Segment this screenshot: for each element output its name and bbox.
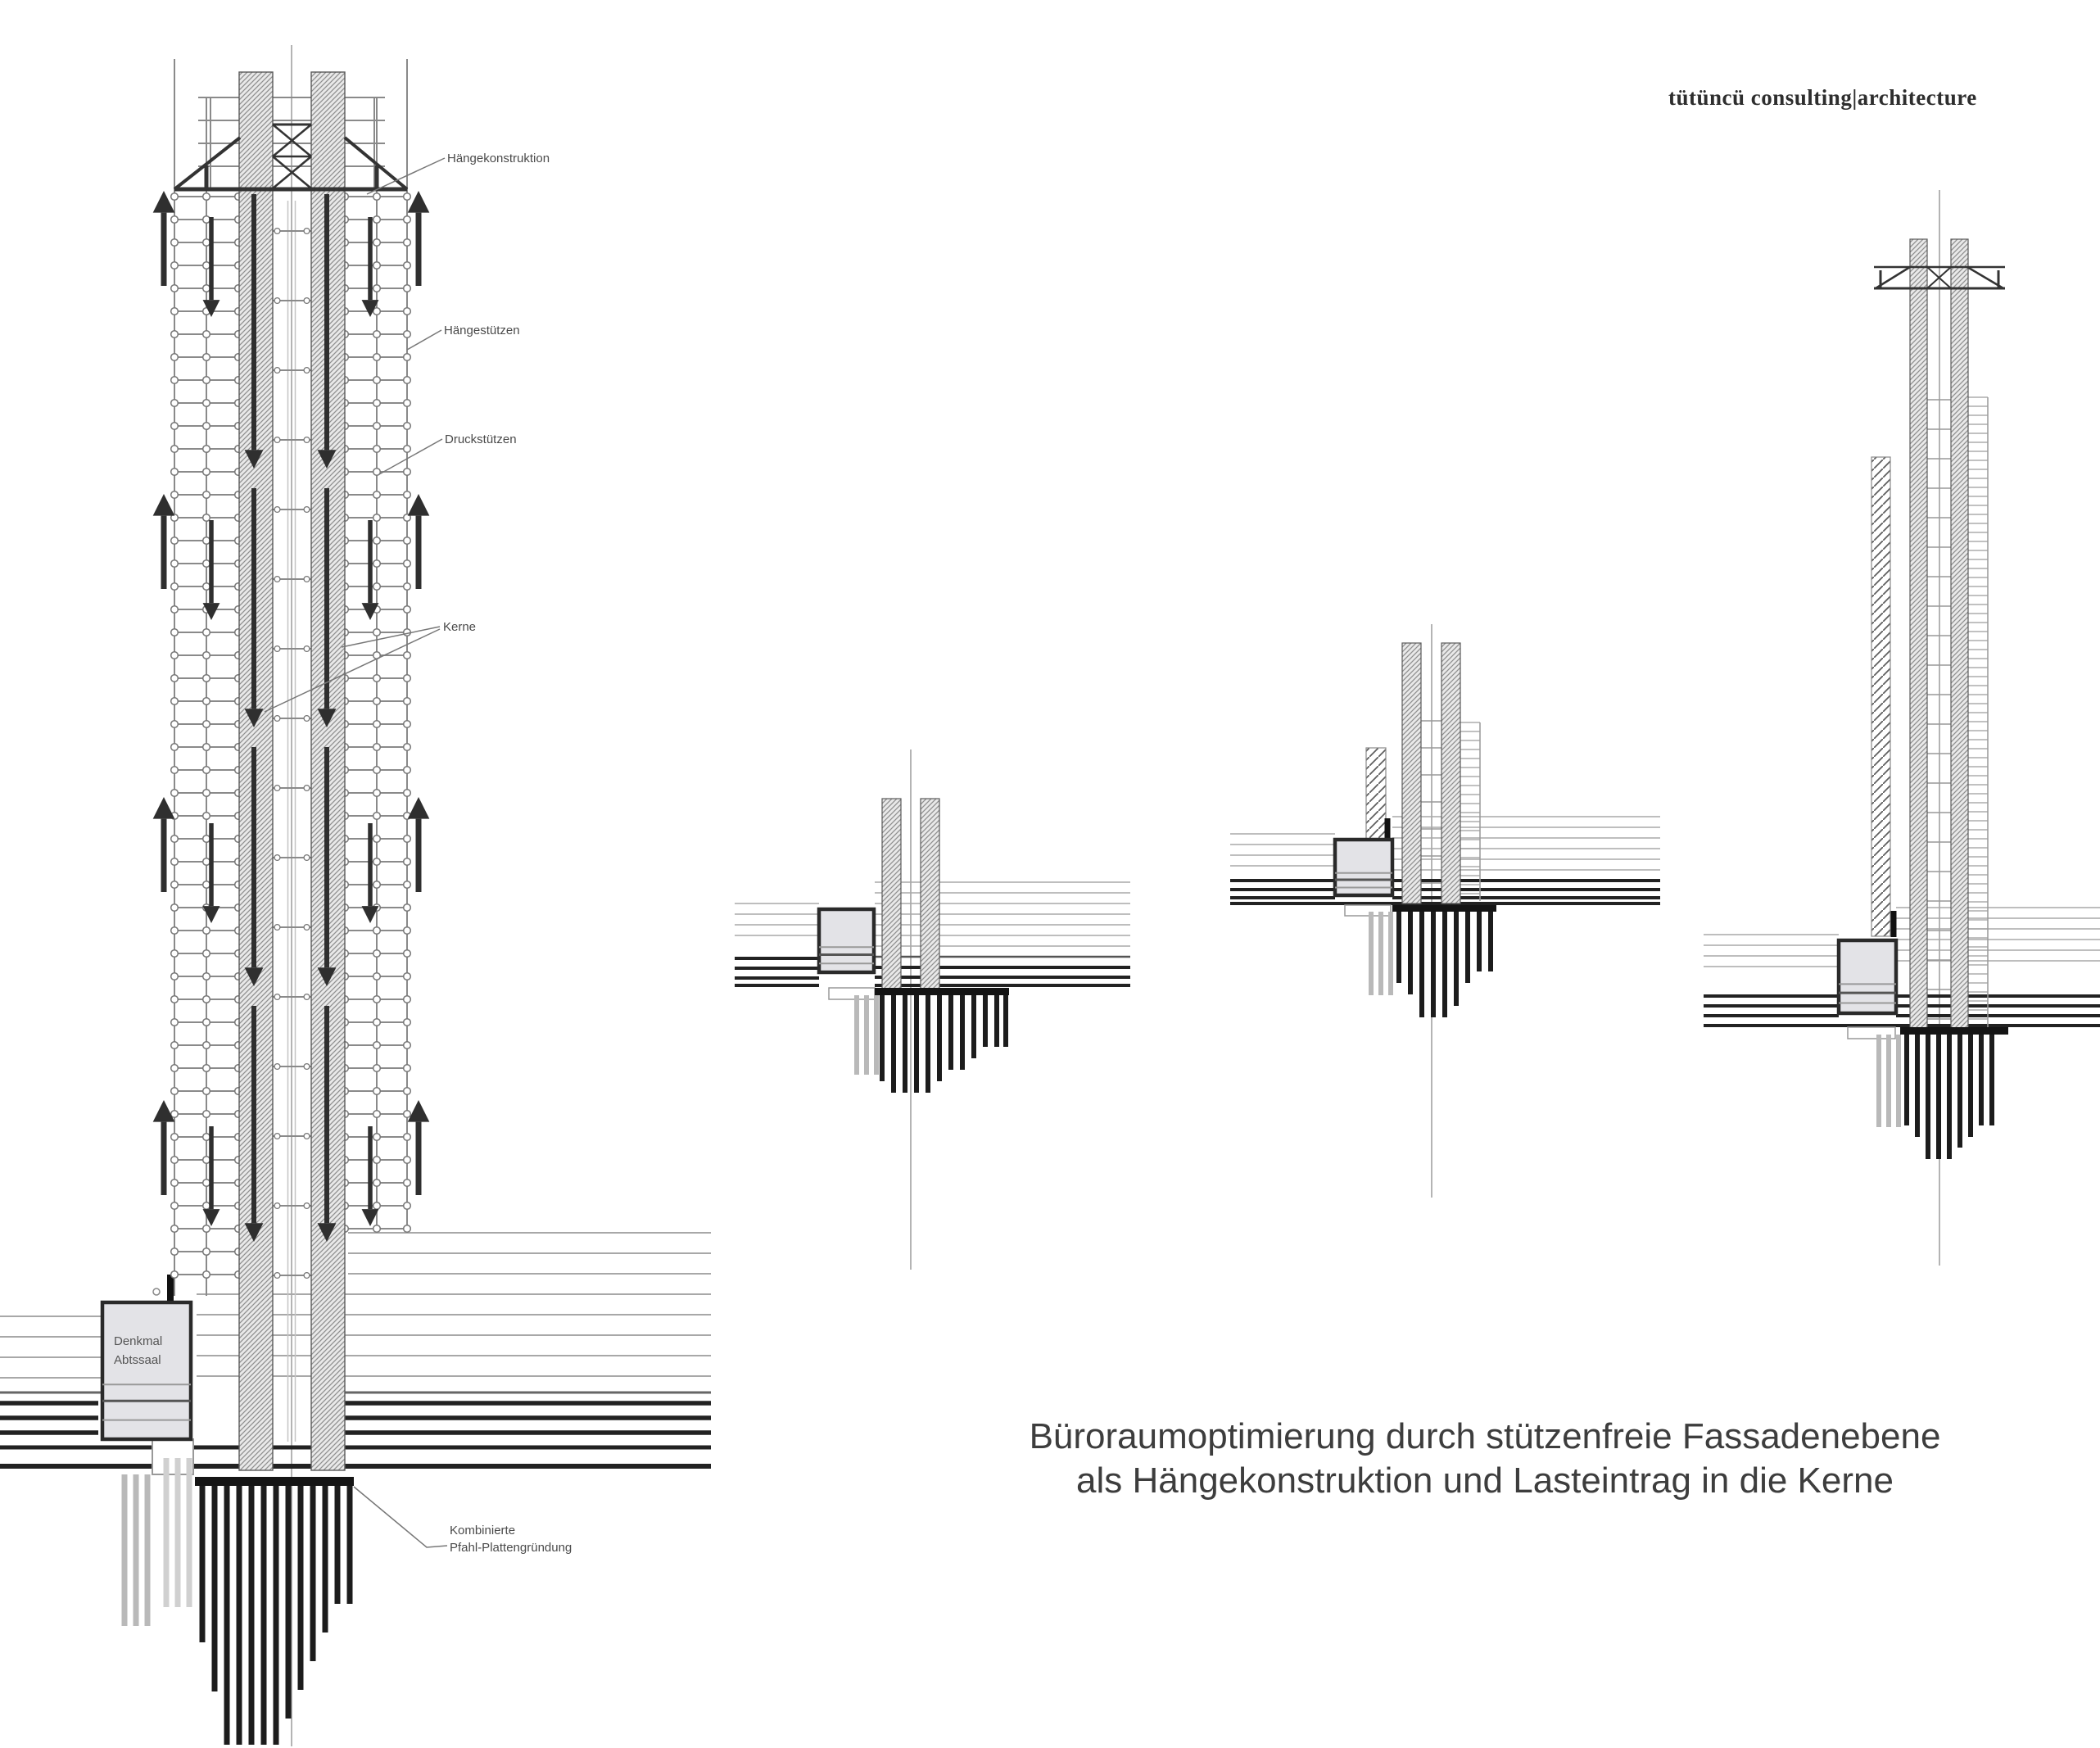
floor-slabs xyxy=(0,1232,711,1469)
cores xyxy=(1909,238,1969,1033)
floor-ladders xyxy=(1927,396,1989,1030)
hanging-truss xyxy=(1874,265,2005,290)
core-ties xyxy=(273,201,311,1442)
floor-slabs xyxy=(1704,907,2100,1027)
leader-compression-columns xyxy=(378,438,443,475)
pile-foundation xyxy=(1876,1027,2008,1159)
pile-foundation xyxy=(1369,905,1496,1017)
pile-foundation xyxy=(195,1477,354,1745)
facade-ladders xyxy=(170,59,412,1296)
monument-building-box xyxy=(1836,938,1899,1016)
leader-hanging-columns xyxy=(406,329,442,351)
monument-basement xyxy=(1344,904,1392,917)
caption-line1: Büroraumoptimierung durch stützenfreie F… xyxy=(1030,1416,1941,1456)
monument-building-box xyxy=(100,1300,193,1442)
monument-basement xyxy=(121,1275,194,1626)
firm-logo-text: tütüncü consulting|architecture xyxy=(1668,85,1977,110)
cores xyxy=(881,798,940,989)
pile-foundation xyxy=(854,988,1009,1093)
monument-building-box xyxy=(1333,837,1395,898)
leader-foundation xyxy=(353,1486,448,1548)
label-leader-lines xyxy=(264,157,448,1548)
label-compression-columns: Druckstützen xyxy=(445,432,517,446)
monument-building-box xyxy=(817,907,876,975)
leader-hanging-structure xyxy=(366,157,446,195)
label-hanging-structure: Hängekonstruktion xyxy=(447,152,550,165)
main-section-drawing xyxy=(0,45,711,1746)
phase-2-diagram xyxy=(1230,624,1660,1198)
floor-slabs xyxy=(1230,816,1660,905)
compression-strip xyxy=(1365,747,1387,840)
label-cores: Kerne xyxy=(443,620,476,634)
label-monument-line2: Abtssaal xyxy=(114,1353,161,1367)
leader-cores-1 xyxy=(341,626,441,648)
floor-ladders xyxy=(1421,720,1481,901)
phase-1-diagram xyxy=(735,749,1130,1270)
label-hanging-columns: Hängestützen xyxy=(444,324,520,337)
caption: Büroraumoptimierung durch stützenfreie F… xyxy=(1030,1416,1941,1501)
leader-cores-2 xyxy=(264,628,441,713)
compression-strip xyxy=(1871,456,1891,937)
cores xyxy=(1401,642,1461,904)
label-foundation-line1: Kombinierte xyxy=(450,1524,515,1537)
load-arrows xyxy=(152,191,430,1242)
annotation-labels: Hängekonstruktion Hängestützen Druckstüt… xyxy=(114,152,572,1555)
caption-line2: als Hängekonstruktion und Lasteintrag in… xyxy=(1076,1460,1894,1501)
monument-basement xyxy=(1847,1026,1896,1039)
phase-3-diagram xyxy=(1704,190,2100,1266)
hanging-truss xyxy=(173,123,409,192)
label-foundation-line2: Pfahl-Plattengründung xyxy=(450,1541,572,1555)
label-monument-line1: Denkmal xyxy=(114,1334,162,1348)
floor-slabs xyxy=(735,881,1130,987)
